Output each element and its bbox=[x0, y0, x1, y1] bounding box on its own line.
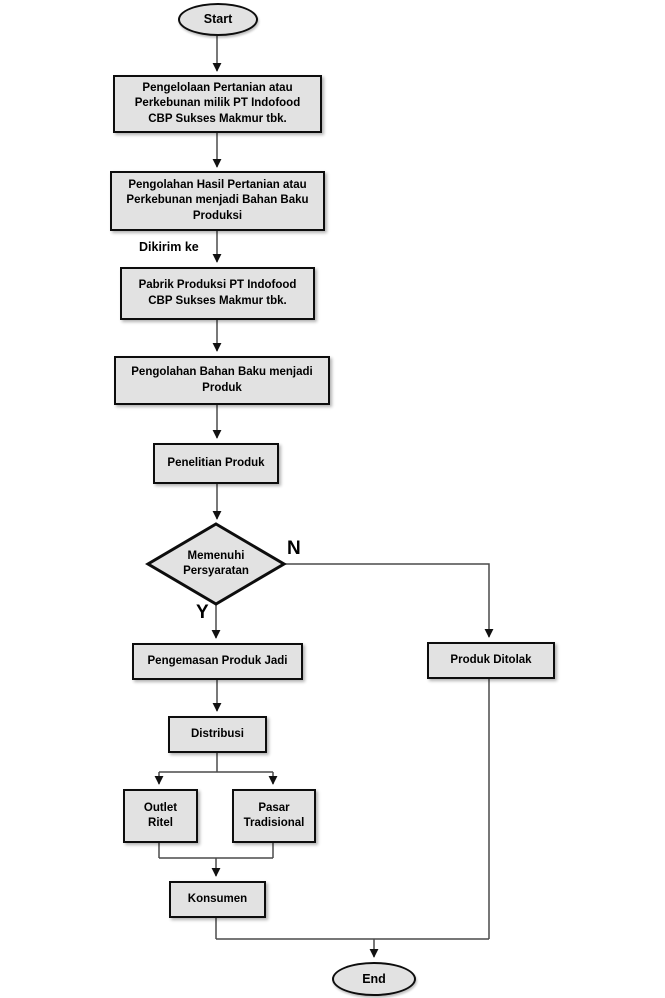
process-pasar-tradisional: Pasar Tradisional bbox=[232, 789, 316, 843]
terminator-start: Start bbox=[178, 3, 258, 36]
process-penelitian-produk: Penelitian Produk bbox=[153, 443, 279, 484]
edge-label-dikirim-ke: Dikirim ke bbox=[139, 240, 199, 254]
process-distribusi: Distribusi bbox=[168, 716, 267, 753]
decision-diamond-shape bbox=[145, 522, 287, 606]
terminator-end: End bbox=[332, 962, 416, 996]
decision-memenuhi-persyaratan: Memenuhi Persyaratan bbox=[183, 549, 249, 577]
decision-label-yes: Y bbox=[196, 602, 209, 623]
flow-edge bbox=[284, 563, 494, 638]
process-produk-ditolak: Produk Ditolak bbox=[427, 642, 555, 679]
process-pabrik-produksi: Pabrik Produksi PT Indofood CBP Sukses M… bbox=[120, 267, 315, 320]
process-outlet-ritel: Outlet Ritel bbox=[123, 789, 198, 843]
process-pengelolaan-pertanian: Pengelolaan Pertanian atau Perkebunan mi… bbox=[113, 75, 322, 133]
process-pengolahan-bahan-baku: Pengolahan Bahan Baku menjadi Produk bbox=[114, 356, 330, 405]
process-konsumen: Konsumen bbox=[169, 881, 266, 918]
decision-label-no: N bbox=[287, 538, 301, 559]
process-pengolahan-hasil: Pengolahan Hasil Pertanian atau Perkebun… bbox=[110, 171, 325, 231]
process-pengemasan-produk-jadi: Pengemasan Produk Jadi bbox=[132, 643, 303, 680]
